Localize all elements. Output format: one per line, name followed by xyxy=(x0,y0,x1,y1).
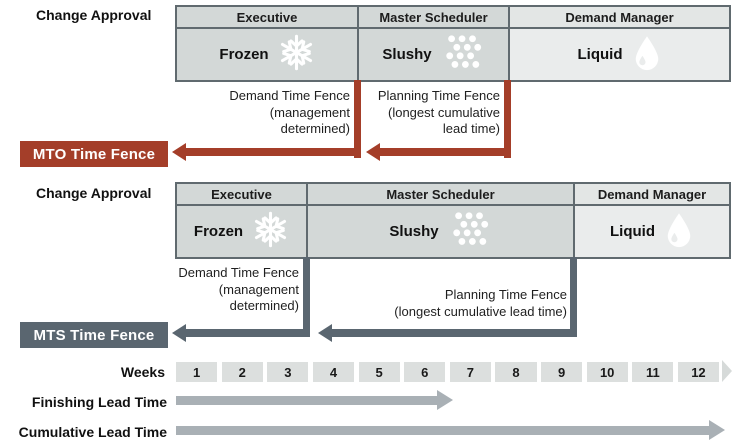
finishing-lead-time-arrowhead-icon xyxy=(437,390,453,410)
mto-arrow2-head-icon xyxy=(366,143,380,161)
mts-demand-fence-note: Demand Time Fence (management determined… xyxy=(178,265,299,313)
mto-time-fence-badge: MTO Time Fence xyxy=(20,141,168,167)
mts-column-demand-manager: Demand Manager Liquid xyxy=(573,182,731,259)
mts-arrow1-bar xyxy=(185,329,310,337)
mts-header-executive: Executive xyxy=(175,182,308,206)
mto-slushy-label: Slushy xyxy=(382,46,432,63)
mts-planning-fence-line xyxy=(570,257,577,336)
weeks-label: Weeks xyxy=(120,364,165,380)
mto-demand-fence-note: Demand Time Fence (management determined… xyxy=(229,88,350,136)
mto-cell-frozen: Frozen xyxy=(175,27,359,82)
slush-dots-icon xyxy=(441,34,485,76)
mts-header-master-scheduler: Master Scheduler xyxy=(306,182,575,206)
mto-header-demand-manager: Demand Manager xyxy=(508,5,731,29)
mto-table: Executive Frozen Master Scheduler Slus xyxy=(175,5,731,82)
mts-demand-fence-line xyxy=(303,257,310,336)
week-cell: 9 xyxy=(541,362,583,382)
mto-planning-fence-line xyxy=(504,80,511,158)
finishing-lead-time-label: Finishing Lead Time xyxy=(31,394,167,410)
week-cell: 4 xyxy=(312,362,354,382)
mts-arrow2-head-icon xyxy=(318,324,332,342)
mts-column-master-scheduler: Master Scheduler Slushy xyxy=(306,182,575,259)
mto-column-executive: Executive Frozen xyxy=(175,5,359,82)
week-cell: 8 xyxy=(495,362,537,382)
snowflake-icon xyxy=(252,211,289,252)
mts-arrow1-head-icon xyxy=(172,324,186,342)
water-drop-icon xyxy=(632,34,662,76)
week-cell: 3 xyxy=(267,362,309,382)
week-cell: 12 xyxy=(677,362,719,382)
mts-time-fence-badge: MTS Time Fence xyxy=(20,322,168,348)
mto-liquid-label: Liquid xyxy=(577,46,623,63)
mto-frozen-label: Frozen xyxy=(219,46,269,63)
mts-cell-frozen: Frozen xyxy=(175,204,308,259)
week-cell: 10 xyxy=(586,362,628,382)
mts-change-approval-label: Change Approval xyxy=(36,185,152,201)
mts-frozen-label: Frozen xyxy=(193,223,244,240)
week-cell: 7 xyxy=(449,362,491,382)
mts-column-executive: Executive Frozen xyxy=(175,182,308,259)
mts-cell-slushy: Slushy xyxy=(306,204,575,259)
finishing-lead-time-bar xyxy=(176,396,438,405)
week-cell: 1 xyxy=(176,362,218,382)
mts-cell-liquid: Liquid xyxy=(573,204,731,259)
slush-dots-icon xyxy=(448,211,492,253)
cumulative-lead-time-arrowhead-icon xyxy=(709,420,725,440)
week-cell: 2 xyxy=(221,362,263,382)
mto-demand-fence-line xyxy=(354,80,361,158)
mts-arrow2-bar xyxy=(331,329,577,337)
water-drop-icon xyxy=(664,211,694,253)
week-cell: 6 xyxy=(404,362,446,382)
cumulative-lead-time-label: Cumulative Lead Time xyxy=(18,424,167,440)
mto-column-demand-manager: Demand Manager Liquid xyxy=(508,5,731,82)
mto-arrow1-head-icon xyxy=(172,143,186,161)
week-cell: 11 xyxy=(632,362,674,382)
mts-header-demand-manager: Demand Manager xyxy=(573,182,731,206)
mto-cell-liquid: Liquid xyxy=(508,27,731,82)
mto-header-executive: Executive xyxy=(175,5,359,29)
mts-table: Executive Frozen Master Scheduler Slus xyxy=(175,182,731,259)
weeks-continuation-arrow-icon xyxy=(722,360,732,382)
mto-column-master-scheduler: Master Scheduler Slushy xyxy=(357,5,510,82)
mto-change-approval-label: Change Approval xyxy=(36,7,152,23)
mto-arrow2-bar xyxy=(379,148,511,156)
mts-slushy-label: Slushy xyxy=(389,223,439,240)
mto-header-master-scheduler: Master Scheduler xyxy=(357,5,510,29)
mto-arrow1-bar xyxy=(185,148,358,156)
week-cell: 5 xyxy=(358,362,400,382)
mto-cell-slushy: Slushy xyxy=(357,27,510,82)
mts-liquid-label: Liquid xyxy=(610,223,655,240)
mto-planning-fence-note: Planning Time Fence (longest cumulative … xyxy=(377,88,500,136)
cumulative-lead-time-bar xyxy=(176,426,710,435)
mts-planning-fence-note: Planning Time Fence (longest cumulative … xyxy=(394,287,567,319)
snowflake-icon xyxy=(277,34,315,75)
